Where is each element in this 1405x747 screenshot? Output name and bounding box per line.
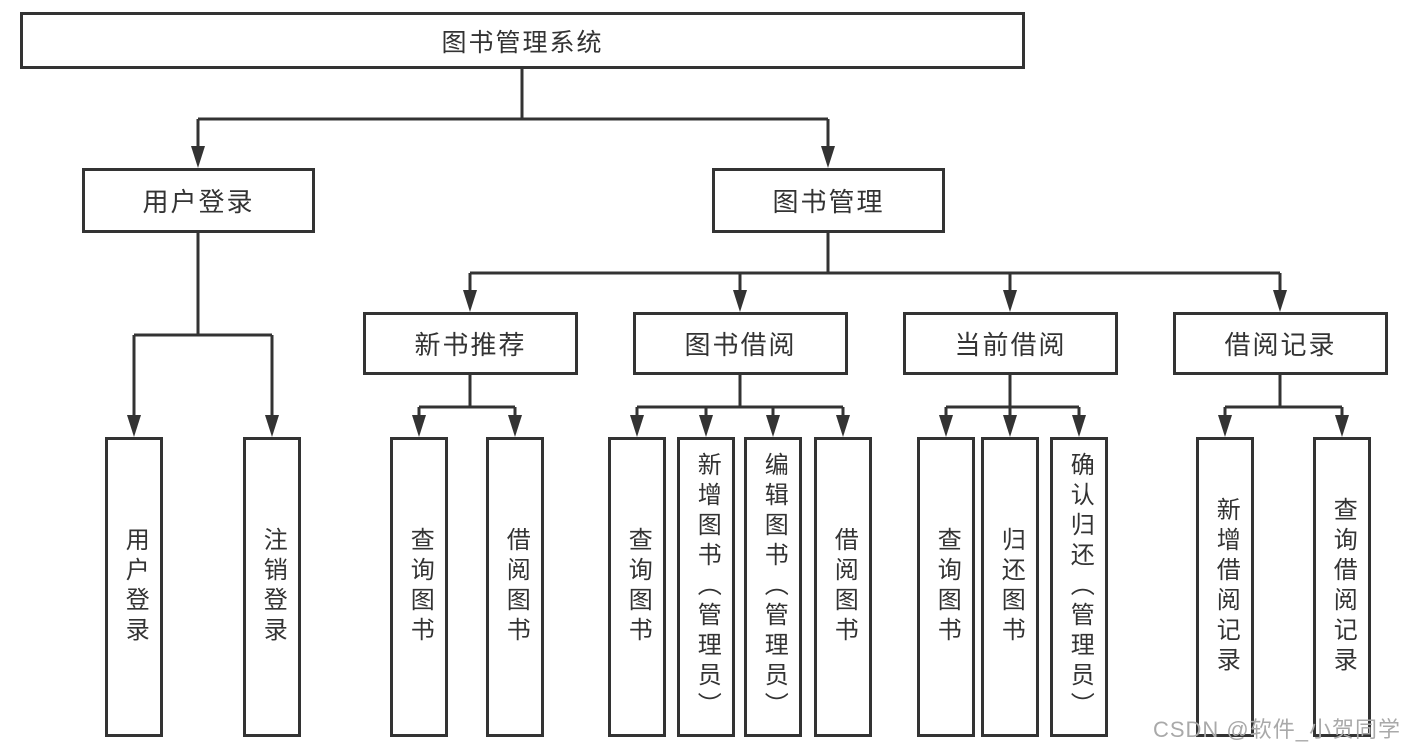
leaf-nb-borrow-books-label: 借阅图书: [502, 527, 530, 647]
leaf-bb-edit-books-admin-label: 编辑图书（管理员）: [760, 452, 788, 722]
leaf-cb-query-books: 查询图书: [917, 437, 975, 737]
node-system-root: 图书管理系统: [20, 12, 1025, 69]
leaf-bb-borrow-books: 借阅图书: [814, 437, 872, 737]
node-borrowing-records: 借阅记录: [1173, 312, 1388, 375]
leaf-br-query-record: 查询借阅记录: [1313, 437, 1371, 737]
leaf-br-add-record-label: 新增借阅记录: [1212, 497, 1240, 677]
leaf-nb-query-books: 查询图书: [390, 437, 448, 737]
leaf-nb-borrow-books: 借阅图书: [486, 437, 544, 737]
leaf-bb-query-books: 查询图书: [608, 437, 666, 737]
leaf-user-login-label: 用户登录: [121, 527, 149, 647]
node-book-management-branch: 图书管理: [712, 168, 945, 233]
leaf-cb-return-books-label: 归还图书: [997, 527, 1025, 647]
leaf-br-add-record: 新增借阅记录: [1196, 437, 1254, 737]
node-user-login-branch-label: 用户登录: [142, 187, 255, 217]
node-user-login-branch: 用户登录: [82, 168, 315, 233]
leaf-logout: 注销登录: [243, 437, 301, 737]
leaf-br-query-record-label: 查询借阅记录: [1329, 497, 1357, 677]
node-book-management-branch-label: 图书管理: [772, 187, 885, 217]
leaf-cb-return-books: 归还图书: [981, 437, 1039, 737]
node-borrowing-records-label: 借阅记录: [1224, 330, 1337, 360]
leaf-bb-edit-books-admin: 编辑图书（管理员）: [744, 437, 802, 737]
csdn-watermark: CSDN @软件_小贺同学: [1152, 717, 1401, 742]
leaf-bb-add-books-admin-label: 新增图书（管理员）: [693, 452, 721, 722]
node-current-borrowing-label: 当前借阅: [954, 330, 1067, 360]
leaf-nb-query-books-label: 查询图书: [406, 527, 434, 647]
leaf-bb-query-books-label: 查询图书: [624, 527, 652, 647]
leaf-bb-add-books-admin: 新增图书（管理员）: [677, 437, 735, 737]
node-book-borrowing: 图书借阅: [633, 312, 848, 375]
arrowheads: [127, 146, 1349, 437]
leaf-cb-confirm-return-admin: 确认归还（管理员）: [1050, 437, 1108, 737]
node-current-borrowing: 当前借阅: [903, 312, 1118, 375]
leaf-bb-borrow-books-label: 借阅图书: [830, 527, 858, 647]
node-system-root-label: 图书管理系统: [441, 28, 604, 57]
node-new-book-recommend: 新书推荐: [363, 312, 578, 375]
node-new-book-recommend-label: 新书推荐: [414, 330, 527, 360]
leaf-cb-query-books-label: 查询图书: [933, 527, 961, 647]
node-book-borrowing-label: 图书借阅: [684, 330, 797, 360]
leaf-logout-label: 注销登录: [259, 527, 287, 647]
leaf-user-login: 用户登录: [105, 437, 163, 737]
leaf-cb-confirm-return-admin-label: 确认归还（管理员）: [1066, 452, 1094, 722]
